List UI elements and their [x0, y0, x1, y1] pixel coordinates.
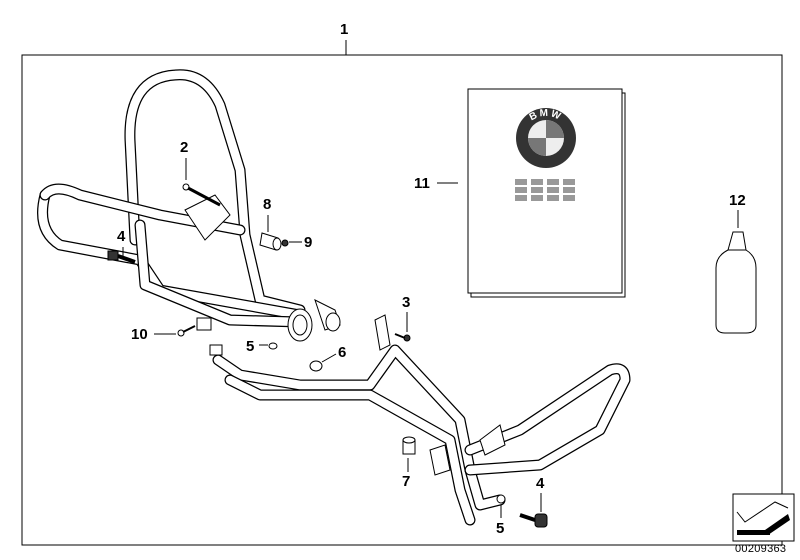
catalog-number: 00209363 [735, 543, 787, 555]
owners-manual: BMW [467, 88, 626, 298]
callout-4-upper: 4 [117, 228, 126, 245]
right-crash-bar [212, 314, 631, 526]
washer-5-left [268, 342, 278, 350]
screw-10 [177, 317, 212, 337]
kit-frame [21, 54, 783, 546]
sleeve-8 [259, 232, 282, 251]
nut-9 [281, 239, 289, 247]
bolt-4-lower [519, 513, 548, 528]
callout-1: 1 [340, 21, 349, 38]
clamp [209, 344, 223, 356]
callout-9: 9 [304, 234, 313, 251]
callout-11: 11 [414, 175, 430, 192]
callout-3: 3 [402, 294, 411, 311]
spacer-7 [402, 436, 416, 455]
callout-4-lower: 4 [536, 475, 545, 492]
callout-8: 8 [263, 196, 272, 213]
washer-6 [309, 360, 323, 372]
callout-6: 6 [338, 344, 347, 361]
callout-5-left: 5 [246, 338, 255, 355]
bolt-3 [394, 333, 411, 342]
callout-5-lower: 5 [496, 520, 505, 537]
bottle-12 [715, 231, 757, 334]
left-crash-bar [37, 69, 341, 342]
callout-10: 10 [131, 326, 148, 343]
callout-2: 2 [180, 139, 189, 156]
callout-7: 7 [402, 473, 411, 490]
callout-12: 12 [729, 192, 746, 209]
bolt-4-upper [107, 250, 136, 264]
catalog-icon [732, 493, 795, 542]
bmw-logo-text: BMW [528, 108, 564, 123]
bolt-2 [182, 183, 221, 207]
washer-5-lower [496, 494, 506, 504]
